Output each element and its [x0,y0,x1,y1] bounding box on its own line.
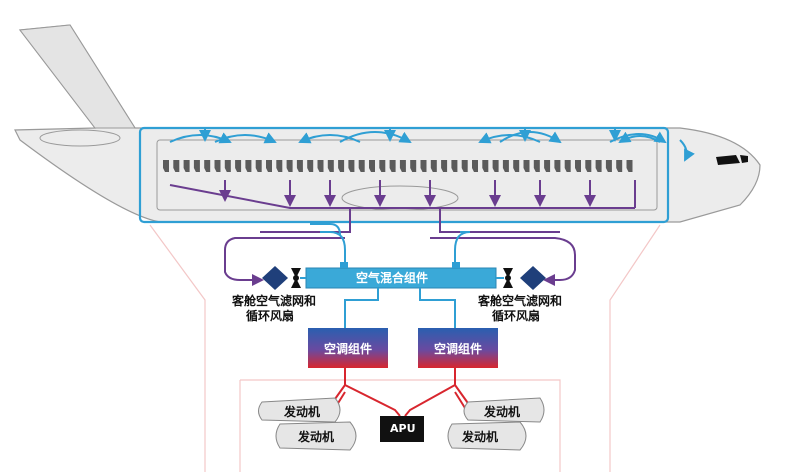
right-filter-fan [496,266,546,290]
filter-fan-right-label-line1: 客舱空气滤网和 [478,294,563,308]
apu-label: APU [390,422,416,435]
pack-to-mixer-lines [344,288,456,328]
passenger-seat [420,160,427,172]
passenger-seat [327,160,334,172]
engine-left-upper-label: 发动机 [284,405,321,419]
passenger-seat [163,160,169,172]
passenger-seat [296,160,303,172]
pack-blocks [308,328,498,368]
passenger-seat [441,160,448,172]
passenger-seat [482,160,489,172]
passenger-seat [616,160,623,172]
passenger-seat [595,160,602,172]
background-guides [149,224,661,472]
passenger-seat [358,160,365,172]
pack-right-label: 空调组件 [433,342,482,356]
passenger-seat [605,160,612,172]
passenger-seat [502,160,509,172]
passenger-seats-row [163,160,633,172]
passenger-seat [369,160,375,172]
passenger-seat [307,160,314,172]
passenger-seat [379,160,386,172]
passenger-seat [451,160,458,172]
passenger-seat [533,160,540,172]
passenger-seat [286,160,293,172]
passenger-seat [214,160,221,172]
passenger-seat [245,160,252,172]
passenger-seat [472,160,478,172]
left-recirculation-loop [224,223,576,286]
floor-recirculation-flow [169,180,636,233]
passenger-seat [204,160,211,172]
aircraft-fuselage [14,24,761,223]
passenger-seat [173,160,180,172]
passenger-seat [461,160,468,172]
engine-right-upper-label: 发动机 [484,405,521,419]
passenger-seat [410,160,417,172]
engine-shapes [258,397,545,451]
bleed-air-lines [319,368,481,421]
passenger-seat [389,160,396,172]
passenger-seat [193,160,200,172]
passenger-seat [235,160,242,172]
passenger-seat [317,160,324,172]
passenger-seat [338,160,345,172]
filter-fan-left-label-line1: 客舱空气滤网和 [232,294,317,308]
passenger-seat [183,160,190,172]
filter-fan-left-label-line2: 循环风扇 [246,309,295,323]
passenger-seat [554,160,561,172]
passenger-seat [544,160,551,172]
passenger-seat [255,160,262,172]
passenger-seat [585,160,592,172]
passenger-seat [348,160,355,172]
passenger-seat [224,160,231,172]
passenger-seat [430,160,437,172]
passenger-seat [626,160,633,172]
passenger-seat [266,160,272,172]
passenger-seat [564,160,571,172]
engine-left-lower-label: 发动机 [298,430,335,444]
passenger-seat [492,160,499,172]
engine-right-lower-label: 发动机 [462,430,499,444]
passenger-seat [399,160,406,172]
filter-fan-right-label-line2: 循环风扇 [492,309,541,323]
left-filter-fan [262,266,306,290]
pack-left-label: 空调组件 [323,342,372,356]
apu-block [380,416,424,442]
passenger-seat [523,160,530,172]
passenger-seat [276,160,283,172]
mixer-label: 空气混合组件 [356,271,429,285]
air-mixer-unit [305,262,497,289]
overhead-airflow-arrows [169,128,695,162]
passenger-seat [513,160,520,172]
passenger-seat [575,160,581,172]
